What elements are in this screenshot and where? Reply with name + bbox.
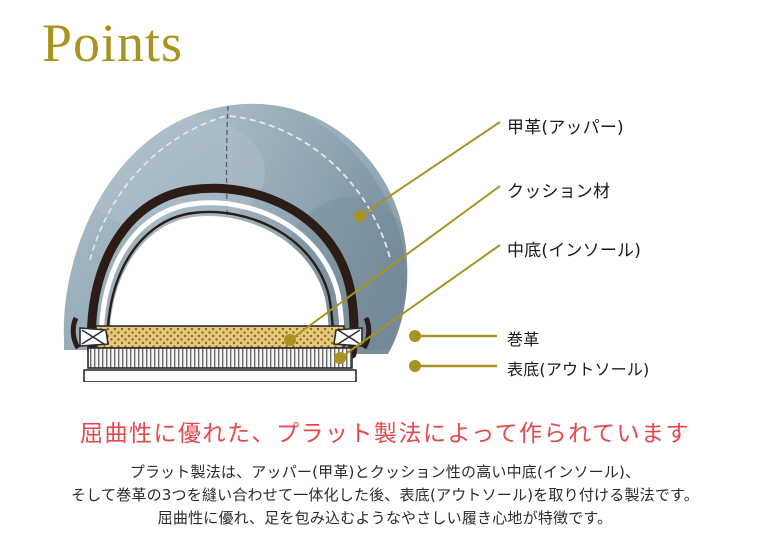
body-copy-line-1: プラット製法は、アッパー(甲革)とクッション性の高い中底(インソール)、 — [129, 463, 641, 481]
headline-text: 屈曲性に優れた、プラット製法によって作られています — [80, 421, 690, 447]
callout-label-upper: 甲革(アッパー) — [507, 118, 624, 138]
body-copy: プラット製法は、アッパー(甲革)とクッション性の高い中底(インソール)、 そして… — [0, 461, 770, 530]
page-title: Points — [42, 13, 184, 73]
cushion-layer — [95, 325, 345, 349]
shoe-sole-stack — [70, 316, 372, 382]
insole-layer — [87, 347, 353, 369]
callout-label-insole: 中底(インソール) — [507, 241, 642, 261]
body-copy-line-2: そして巻革の3つを縫い合わせて一体化した後、表底(アウトソール)を取り付ける製法… — [71, 486, 699, 504]
outsole-layer — [83, 369, 357, 382]
shoe-cross-section-illustration — [50, 82, 430, 382]
body-copy-line-3: 屈曲性に優れ、足を包み込むようなやさしい履き心地が特徴です。 — [157, 509, 613, 527]
callout-label-welt: 巻革 — [507, 330, 540, 349]
callout-label-cushion: クッション材 — [507, 182, 611, 202]
callout-label-outsole: 表底(アウトソール) — [507, 360, 650, 379]
welt-left — [70, 316, 109, 350]
